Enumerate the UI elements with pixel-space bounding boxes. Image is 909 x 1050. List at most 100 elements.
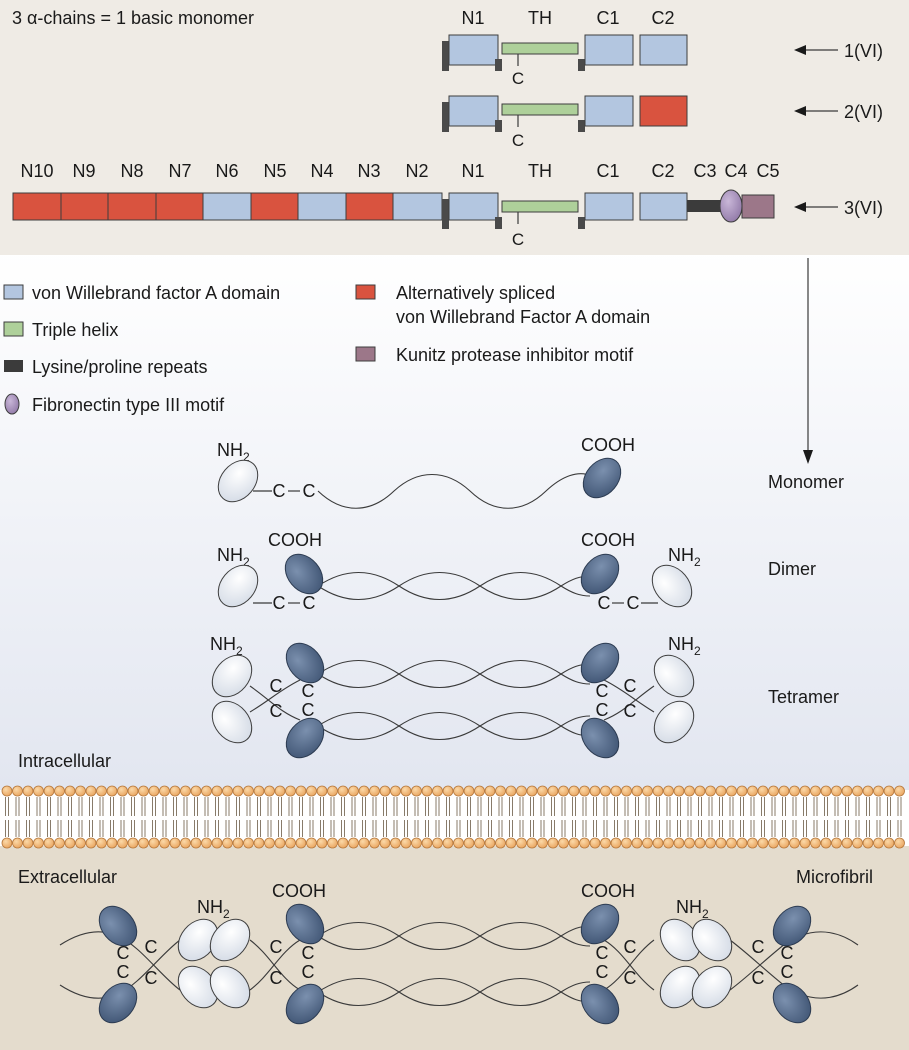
lipid-head bbox=[873, 785, 884, 797]
cysteine-label: C bbox=[596, 700, 609, 720]
lipid-head bbox=[558, 785, 569, 797]
c-terminal-globule bbox=[285, 983, 325, 1025]
lipid-head bbox=[285, 785, 296, 797]
lipid-head bbox=[33, 785, 44, 797]
lipid-head bbox=[12, 785, 23, 797]
lipid-head bbox=[568, 785, 580, 797]
cysteine-label: C bbox=[270, 937, 283, 957]
cysteine-label: C bbox=[303, 481, 316, 501]
lipid-head bbox=[610, 785, 622, 797]
nh2-label: NH2 bbox=[668, 545, 701, 569]
lipid-head bbox=[778, 785, 790, 797]
crossing-chain bbox=[603, 939, 655, 991]
lipid-head bbox=[736, 837, 748, 849]
assembly-arrowhead bbox=[803, 450, 813, 464]
c-terminal-globule bbox=[580, 553, 620, 595]
pointer-arrowhead bbox=[794, 45, 806, 55]
lipid-head bbox=[54, 785, 65, 797]
lipid-head bbox=[148, 837, 160, 849]
crossing-chain bbox=[603, 685, 655, 721]
triple-helix-wave bbox=[317, 711, 591, 741]
vwa-domain bbox=[639, 192, 688, 221]
lipid-head bbox=[453, 837, 464, 849]
c-terminal-globule bbox=[580, 903, 620, 945]
lipid-head bbox=[400, 837, 412, 849]
alt-spliced-domain bbox=[250, 192, 299, 221]
nh2-label: NH2 bbox=[668, 634, 701, 658]
chain-alpha3: N10 N9 N8 N7 N6 N5 N4 N3 N2 N1 TH C1 C2 … bbox=[12, 161, 883, 249]
nh2-label: NH2 bbox=[676, 897, 709, 921]
fibronectin-motif bbox=[719, 189, 743, 223]
lipid-head bbox=[96, 837, 107, 849]
cysteine-label: C bbox=[303, 593, 316, 613]
lipid-head bbox=[379, 837, 391, 849]
crossing-chain bbox=[249, 939, 301, 991]
end-cap bbox=[442, 102, 449, 132]
lipid-head bbox=[201, 837, 212, 849]
lipid-head bbox=[820, 785, 832, 797]
cysteine-label: C bbox=[145, 937, 158, 957]
nh2-label: NH2 bbox=[217, 440, 250, 464]
triple-helix bbox=[501, 42, 579, 55]
lipid-head bbox=[537, 837, 548, 849]
lipid-head bbox=[736, 785, 748, 797]
lipid-head bbox=[232, 785, 244, 797]
lipid-head bbox=[705, 837, 716, 849]
intracellular-label: Intracellular bbox=[18, 751, 111, 771]
n-terminal-globule bbox=[209, 965, 251, 1009]
crossing-chain bbox=[249, 679, 301, 713]
lipid-head bbox=[694, 837, 706, 849]
lipid-head bbox=[64, 837, 76, 849]
vwa-domain bbox=[584, 95, 634, 127]
end-cap bbox=[495, 59, 502, 71]
panel-title: 3 α-chains = 1 basic monomer bbox=[12, 8, 254, 28]
lipid-head bbox=[33, 837, 44, 849]
cysteine-label: C bbox=[273, 593, 286, 613]
lipid-head bbox=[295, 785, 307, 797]
lipid-head bbox=[54, 837, 65, 849]
cysteine-label: C bbox=[302, 943, 315, 963]
lipid-head bbox=[85, 837, 97, 849]
chain-alpha1: N1 TH C1 C2 C 1(VI) bbox=[442, 8, 883, 88]
cooh-label: COOH bbox=[268, 530, 322, 550]
lipid-head bbox=[579, 785, 590, 797]
cysteine-label: C bbox=[624, 937, 637, 957]
c-terminal-globule bbox=[285, 903, 325, 945]
alt-spliced-domain bbox=[107, 192, 157, 221]
legend-swatch-lysine-proline bbox=[4, 360, 23, 372]
cysteine-label: C bbox=[624, 676, 637, 696]
lipid-head bbox=[400, 785, 412, 797]
domain-label: N8 bbox=[120, 161, 143, 181]
cysteine-label: C bbox=[752, 937, 765, 957]
lipid-head bbox=[127, 785, 139, 797]
lipid-head bbox=[831, 837, 842, 849]
lipid-head bbox=[253, 785, 265, 797]
domain-label-n1: N1 bbox=[461, 8, 484, 28]
lipid-head bbox=[138, 785, 149, 797]
lipid-head bbox=[306, 837, 317, 849]
domain-label: N10 bbox=[20, 161, 53, 181]
lipid-head bbox=[694, 785, 706, 797]
lipid-head bbox=[117, 837, 128, 849]
end-cap bbox=[442, 41, 449, 71]
legend-label: Lysine/proline repeats bbox=[32, 357, 207, 377]
lipid-head bbox=[663, 785, 674, 797]
lipid-head bbox=[862, 837, 874, 849]
triple-helix-wave bbox=[317, 473, 593, 509]
lipid-head bbox=[631, 837, 643, 849]
vwa-domain bbox=[448, 95, 499, 127]
lipid-head bbox=[285, 837, 296, 849]
cysteine-label: C bbox=[145, 968, 158, 988]
c-terminal-globule bbox=[98, 982, 138, 1024]
lipid-head bbox=[442, 837, 454, 849]
lipid-head bbox=[243, 785, 254, 797]
lipid-head bbox=[85, 785, 97, 797]
c-terminal-globule bbox=[285, 642, 325, 684]
lipid-head bbox=[841, 837, 853, 849]
lipid-head bbox=[138, 837, 149, 849]
legend-label: Kunitz protease inhibitor motif bbox=[396, 345, 634, 365]
domain-label: N4 bbox=[310, 161, 333, 181]
domain-label: C5 bbox=[756, 161, 779, 181]
lipid-head bbox=[43, 785, 55, 797]
lipid-head bbox=[75, 785, 86, 797]
